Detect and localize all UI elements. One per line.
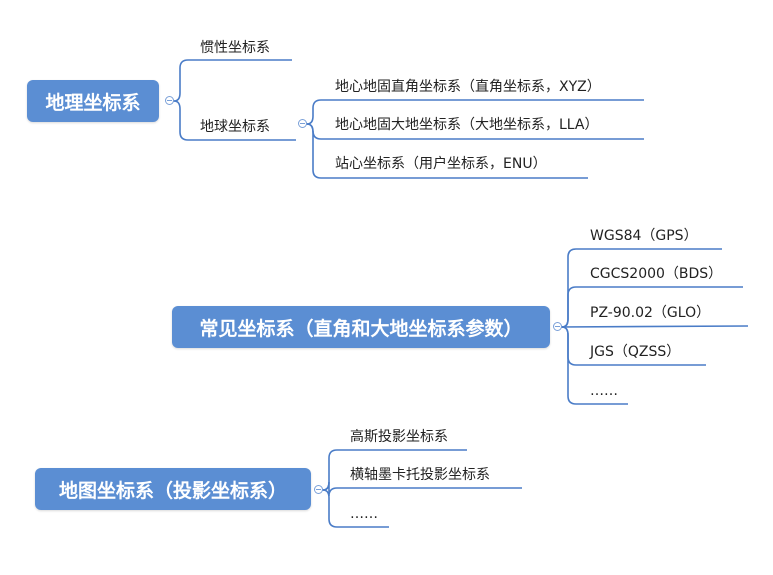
collapse-icon[interactable] [314,485,323,494]
node-earth[interactable]: 地球坐标系 [200,119,270,135]
node-inertial[interactable]: 惯性坐标系 [200,40,270,56]
node-pz90[interactable]: PZ-90.02（GLO） [590,305,711,321]
root-node-geographic[interactable]: 地理坐标系 [27,80,159,122]
node-gauss[interactable]: 高斯投影坐标系 [350,429,448,445]
root-node-map[interactable]: 地图坐标系（投影坐标系） [35,468,311,510]
collapse-icon[interactable] [298,119,307,128]
node-jgs[interactable]: JGS（QZSS） [590,344,681,360]
connector-line [319,489,389,528]
node-wgs84[interactable]: WGS84（GPS） [590,228,698,244]
connector-line [558,326,628,405]
node-more[interactable]: …… [590,383,618,399]
connector-line [170,59,292,102]
node-cgcs2000[interactable]: CGCS2000（BDS） [590,266,723,282]
node-enu[interactable]: 站心坐标系（用户坐标系，ENU） [335,156,547,172]
connector-line [170,100,296,141]
root-node-common[interactable]: 常见坐标系（直角和大地坐标系参数） [172,306,550,348]
connector-line [303,123,588,179]
connector-line [557,325,749,328]
connector-line [319,481,522,497]
collapse-icon[interactable] [165,96,174,105]
node-more-map[interactable]: …… [350,506,378,522]
node-ecef-xyz[interactable]: 地心地固直角坐标系（直角坐标系，XYZ） [335,79,601,95]
node-ecef-lla[interactable]: 地心地固大地坐标系（大地坐标系，LLA） [335,117,599,133]
node-utm[interactable]: 横轴墨卡托投影坐标系 [350,467,490,483]
collapse-icon[interactable] [553,322,562,331]
